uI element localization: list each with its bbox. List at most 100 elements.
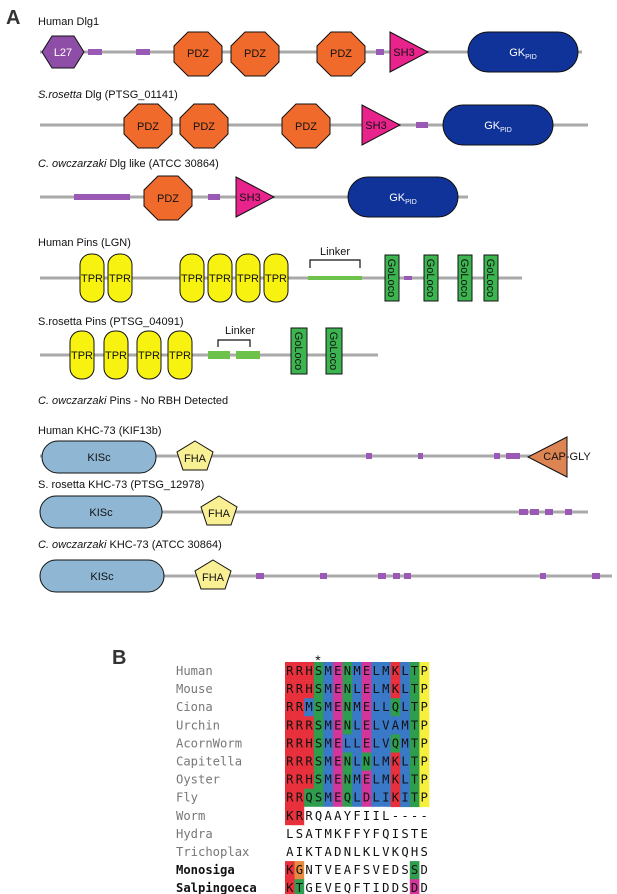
residue-cell	[390, 680, 401, 699]
residue: E	[382, 863, 389, 877]
kisc-label: KISc	[90, 571, 114, 583]
residue: L	[373, 773, 380, 787]
residue: T	[411, 755, 419, 769]
residue-cell	[371, 734, 382, 753]
residue-cell	[333, 662, 343, 681]
residue: R	[296, 664, 304, 678]
residue-cell	[333, 770, 343, 789]
residue-cell	[285, 861, 295, 880]
residue-cell	[381, 861, 391, 880]
gk-domain	[347, 176, 459, 218]
residue-cell	[371, 879, 382, 894]
goloco-label: GoLoco	[484, 259, 496, 298]
residue-cell	[323, 788, 334, 808]
residue: M	[353, 773, 360, 787]
residue: K	[334, 827, 342, 841]
residue-cell	[390, 662, 401, 681]
residue: E	[334, 755, 341, 769]
species-name: Salpingoeca	[176, 881, 257, 894]
linker-bracket	[217, 339, 251, 347]
residue-cell	[313, 698, 324, 717]
residue-cell	[294, 662, 305, 681]
residue: P	[421, 718, 428, 732]
residue-cell	[361, 734, 372, 753]
residue-cell	[390, 716, 401, 735]
protein-label: C. owczarzaki KHC-73 (ATCC 30864)	[38, 539, 222, 551]
residue-cell	[304, 861, 315, 880]
sh3-domain	[389, 31, 430, 73]
residue: F	[353, 809, 360, 823]
residue-cell	[342, 662, 353, 681]
residue: P	[421, 736, 428, 750]
residue: E	[334, 736, 341, 750]
tpr-domain	[207, 253, 233, 303]
residue: L	[353, 755, 360, 769]
residue-cell	[342, 879, 353, 894]
residue-cell	[419, 861, 430, 880]
residue: E	[315, 881, 322, 894]
residue: H	[305, 664, 312, 678]
goloco-label: GoLoco	[385, 259, 397, 298]
residue-cell	[323, 770, 334, 789]
residue-cell	[352, 734, 363, 753]
residue: M	[382, 682, 389, 696]
residue: M	[382, 773, 389, 787]
residue-cell	[409, 879, 420, 894]
tpr-domain	[179, 253, 205, 303]
tpr-label: TPR	[81, 273, 103, 285]
residue: S	[315, 773, 322, 787]
tpr-domain	[263, 253, 289, 303]
protein-pins-human: Human Pins (LGN) TPR TPR TPR TPR TPR TPR…	[38, 237, 522, 303]
protein-pins-cowc: C. owczarzaki Pins - No RBH Detected	[38, 395, 228, 407]
residue: E	[334, 791, 341, 805]
residue: A	[325, 845, 333, 859]
residue-cell	[381, 879, 391, 894]
residue-cell	[390, 752, 401, 771]
residue: R	[296, 809, 304, 823]
residue: S	[401, 863, 408, 877]
residue: E	[334, 700, 341, 714]
residue: R	[296, 773, 304, 787]
motif	[376, 49, 384, 55]
pdz-domain	[281, 103, 331, 149]
residue: T	[315, 827, 323, 841]
protein-dlg-sros: S.rosetta Dlg (PTSG_01141) PDZ PDZ PDZ S…	[38, 89, 588, 149]
motif	[88, 49, 102, 55]
residue: E	[334, 773, 341, 787]
residue: K	[392, 845, 400, 859]
residue-cell	[342, 680, 353, 699]
residue: D	[421, 881, 428, 894]
tpr-label: TPR	[109, 273, 131, 285]
residue: I	[363, 809, 370, 823]
residue: A	[392, 718, 400, 732]
species-name: Urchin	[176, 718, 220, 732]
residue: D	[363, 791, 370, 805]
species-name: Capitella	[176, 755, 242, 769]
residue-cell	[285, 680, 295, 699]
protein-dlg-cowc: C. owczarzaki Dlg like (ATCC 30864) PDZ …	[38, 158, 468, 221]
residue: G	[305, 881, 312, 894]
protein-label: C. owczarzaki Pins - No RBH Detected	[38, 395, 228, 407]
residue: E	[363, 773, 370, 787]
residue-cell	[361, 680, 372, 699]
residue-cell	[400, 680, 411, 699]
residue-cell	[361, 752, 372, 771]
residue-cell	[285, 770, 295, 789]
linker-label: Linker	[225, 325, 255, 337]
residue-cell	[294, 698, 305, 717]
residue: T	[411, 773, 419, 787]
residue: S	[363, 863, 370, 877]
residue: R	[296, 736, 304, 750]
residue: R	[296, 700, 304, 714]
protein-label: S.rosetta Pins (PTSG_04091)	[38, 316, 184, 328]
residue-cell	[390, 861, 401, 880]
protein-label: C. owczarzaki Dlg like (ATCC 30864)	[38, 158, 219, 170]
residue: N	[344, 718, 351, 732]
residue: F	[373, 827, 380, 841]
species-name: Hydra	[176, 827, 213, 841]
residue-cell	[342, 788, 353, 808]
residue: E	[363, 718, 370, 732]
residue: K	[363, 845, 371, 859]
residue: M	[325, 791, 332, 805]
residue-cell	[323, 752, 334, 771]
